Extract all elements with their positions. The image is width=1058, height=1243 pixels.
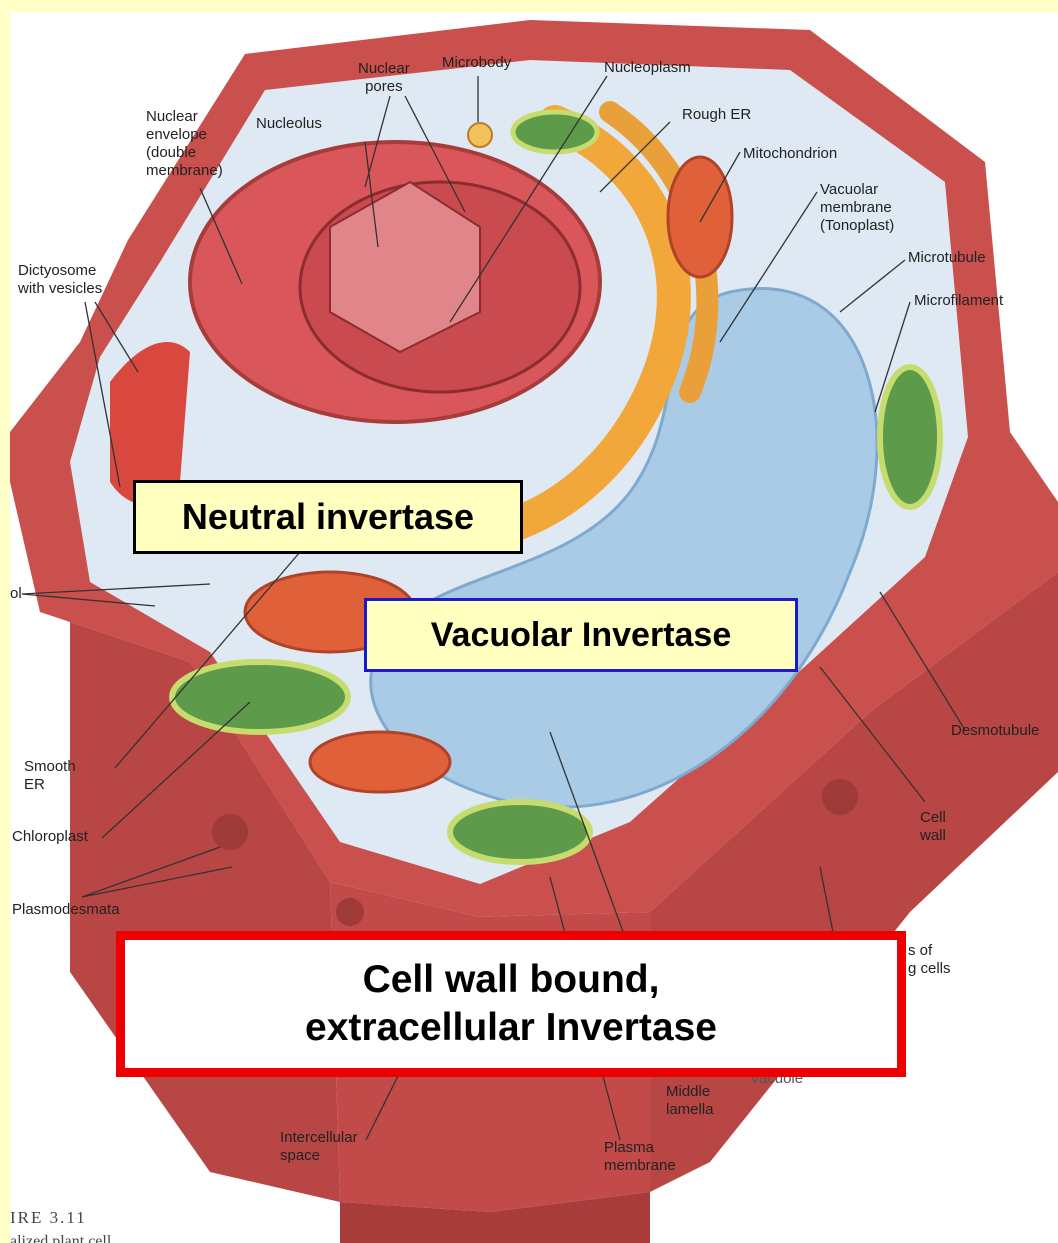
chloroplast-top	[513, 112, 597, 152]
microbody	[468, 123, 492, 147]
label-dictyosome: Dictyosome with vesicles	[18, 262, 102, 298]
plasmodesmata-spot	[212, 814, 248, 850]
label-chloroplast: Chloroplast	[12, 828, 88, 846]
cell-wall-invertase-callout: Cell wall bound, extracellular Invertase	[116, 931, 906, 1077]
label-mitochondrion: Mitochondrion	[743, 145, 837, 163]
mitochondrion-upper	[668, 157, 732, 277]
label-plasma-membrane: Plasma membrane	[604, 1139, 676, 1175]
figure-number: IRE 3.11	[10, 1208, 87, 1228]
cell-wall-invertase-line1: Cell wall bound,	[125, 956, 897, 1004]
chloroplast-left	[172, 662, 348, 732]
label-microfilament: Microfilament	[914, 292, 1003, 310]
mitochondrion-lower	[310, 732, 450, 792]
vacuolar-invertase-callout: Vacuolar Invertase	[364, 598, 798, 672]
plasmodesmata-spot	[336, 898, 364, 926]
label-rough-er: Rough ER	[682, 106, 751, 124]
diagram-stage: Nuclear pores Microbody Nucleoplasm Nucl…	[10, 12, 1058, 1243]
chloroplast-right	[880, 367, 940, 507]
label-microbody: Microbody	[442, 54, 511, 72]
label-desmotubule: Desmotubule	[951, 722, 1039, 740]
label-nucleolus: Nucleolus	[256, 115, 322, 133]
label-intercellular-space: Intercellular space	[280, 1129, 358, 1165]
label-middle-lamella: Middle lamella	[666, 1083, 714, 1119]
label-smooth-er: Smooth ER	[24, 758, 76, 794]
label-nucleoplasm: Nucleoplasm	[604, 59, 691, 77]
label-plasmodesmata: Plasmodesmata	[12, 901, 120, 919]
label-microtubule: Microtubule	[908, 249, 986, 267]
neutral-invertase-callout: Neutral invertase	[133, 480, 523, 554]
label-vacuolar-membrane: Vacuolar membrane (Tonoplast)	[820, 181, 894, 235]
label-cut-left: ol	[10, 585, 22, 603]
label-cell-wall: Cell wall	[920, 809, 946, 845]
cell-wall-invertase-line2: extracellular Invertase	[125, 1004, 897, 1052]
label-nuclear-pores: Nuclear pores	[358, 60, 410, 96]
plasmodesmata-spot	[822, 779, 858, 815]
label-partial-walls: s of g cells	[908, 942, 951, 978]
chloroplast-bottom	[450, 802, 590, 862]
label-nuclear-envelope: Nuclear envelope (double membrane)	[146, 108, 223, 180]
figure-caption: alized plant cell	[10, 1233, 111, 1243]
